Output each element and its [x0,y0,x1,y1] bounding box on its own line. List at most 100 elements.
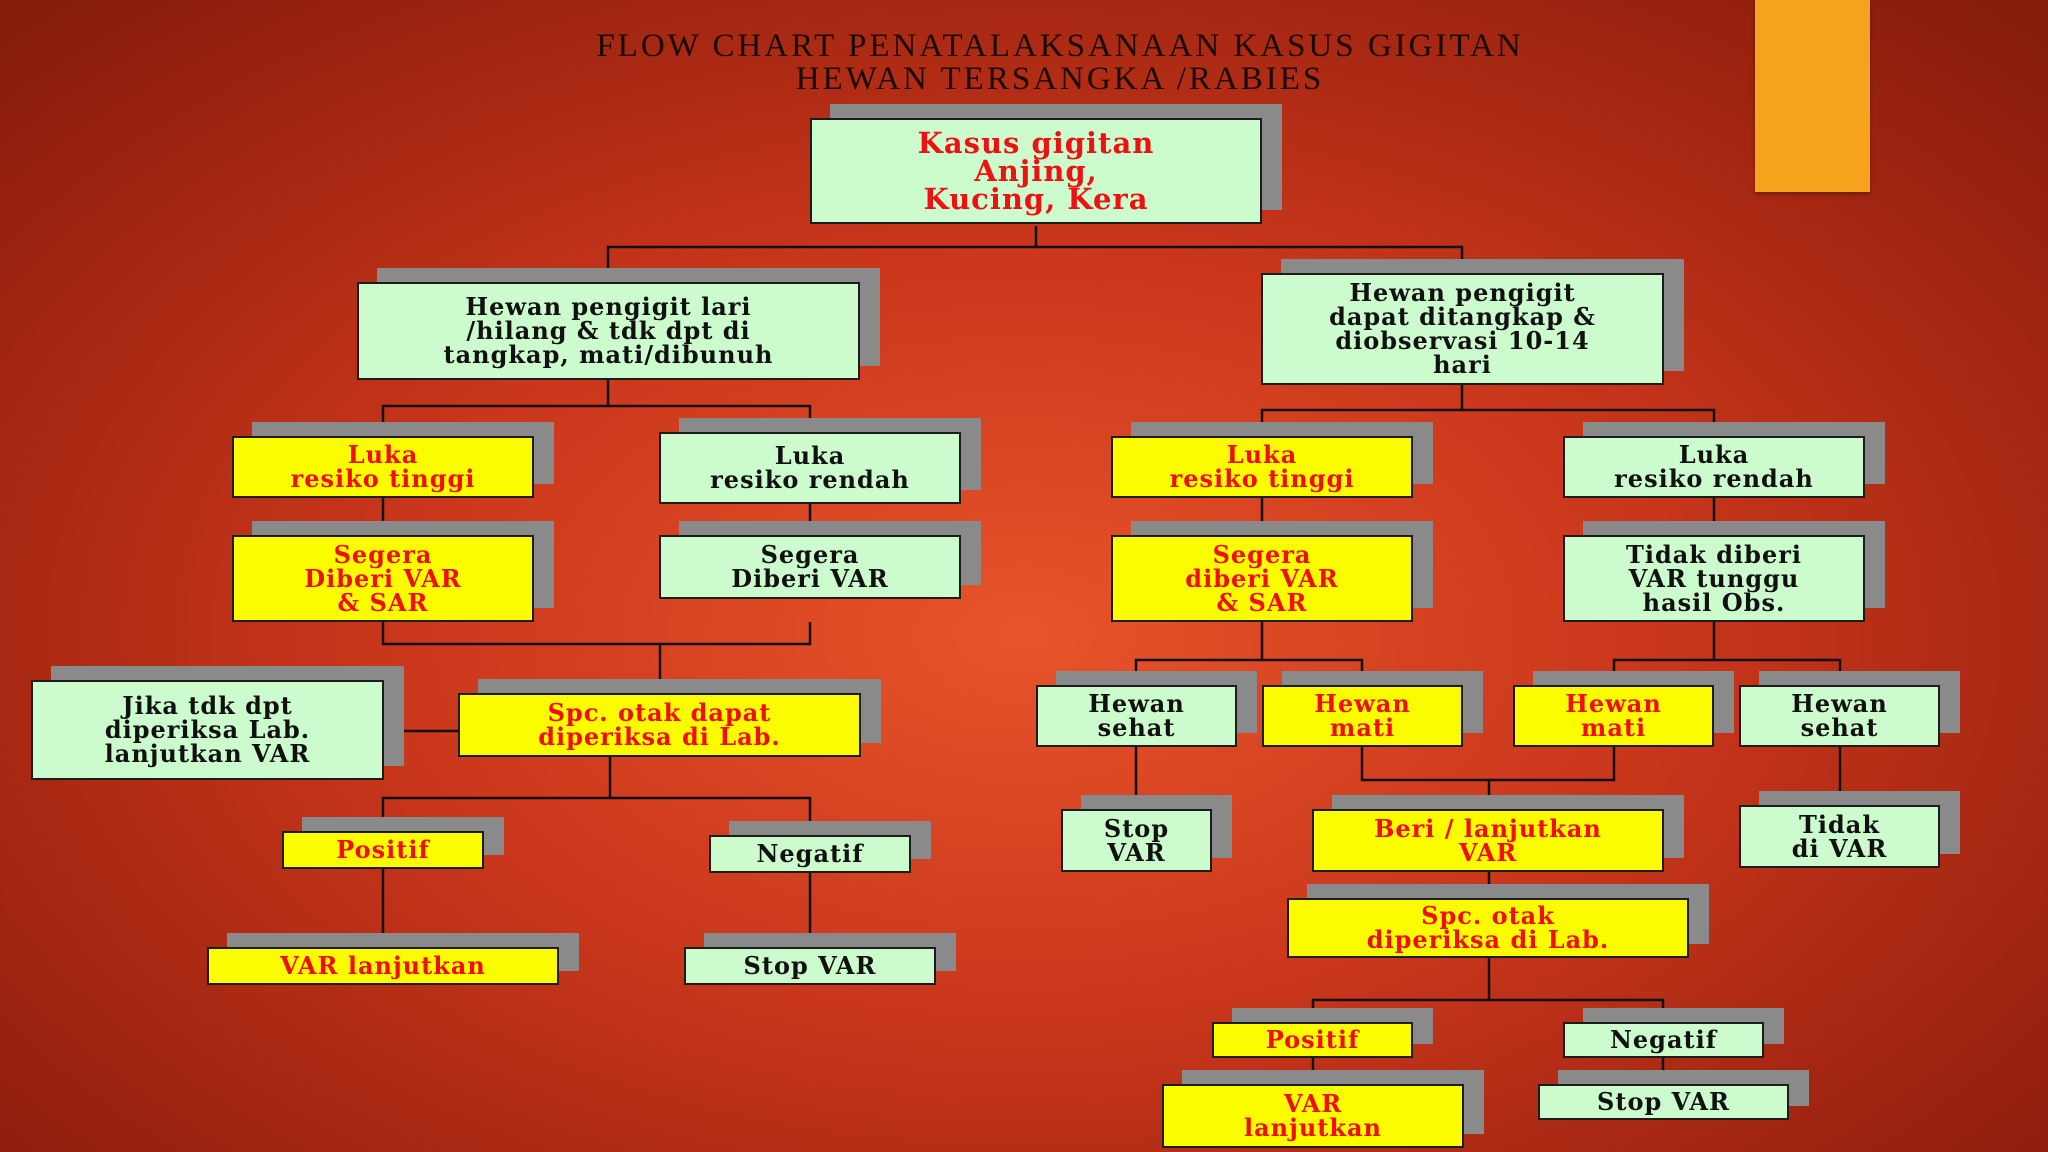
connector-left-merge [381,622,812,646]
node-left-high-risk: Luka resiko tinggi [232,436,534,498]
node-right-positive: Positif [1212,1022,1413,1058]
connector-right-high [1260,385,1464,436]
node-text: & SAR [337,587,429,617]
node-text: Stop VAR [1597,1087,1730,1116]
node-text: diperiksa di Lab. [1366,925,1610,954]
node-text: tangkap, mati/dibunuh [443,340,774,369]
node-text: Hewan pengigit lari [465,292,752,321]
node-text: diperiksa Lab. [104,715,311,744]
node-text: Stop VAR [743,951,877,980]
node-text: diobservasi 10-14 [1335,326,1590,355]
connector-root-right [1036,245,1464,275]
connector-right-neg [1489,998,1665,1022]
node-right-give-var: Beri / lanjutkan VAR [1312,809,1664,872]
node-text: resiko rendah [710,465,910,494]
node-right-high-risk: Luka resiko tinggi [1111,436,1413,498]
node-right-stop-var-final: Stop VAR [1538,1084,1789,1120]
node-text: Positif [1265,1025,1360,1054]
node-right-healthy-2: Hewan sehat [1739,685,1940,747]
connector-right-sehat2 [1714,658,1842,685]
node-text: Stop [1103,813,1170,843]
node-text: diperiksa di Lab. [538,722,781,751]
connector-left-high [381,380,610,436]
node-root-line: Anjing, [974,154,1098,188]
node-text: Segera [760,540,860,569]
node-text: mati [1329,713,1396,742]
node-text: resiko tinggi [1169,464,1355,493]
node-right-dead-2: Hewan mati [1513,685,1714,747]
title-line-2: HEWAN TERSANGKA /RABIES [795,61,1325,97]
node-text: diberi VAR [1185,563,1339,593]
node-text: lanjutkan VAR [104,739,311,768]
node-left-negative: Negatif [709,835,911,873]
node-text: Hewan [1791,689,1888,718]
node-text: Jika tdk dpt [122,691,293,720]
node-left-positive: Positif [282,831,484,869]
connector-root-left [606,226,1038,282]
node-text: Luka [774,441,846,470]
connector-left-low [608,404,812,432]
connector-right-give1 [1360,747,1491,809]
node-right-no-var: Tidak diberi VAR tunggu hasil Obs. [1563,535,1865,622]
node-text: Segera [333,539,433,569]
node-text: Tidak diberi [1625,539,1802,569]
node-text: Segera [1212,539,1312,569]
node-text: Spc. otak [1421,901,1555,930]
node-text: Hewan pengigit [1349,278,1576,307]
node-text: Luka [347,440,419,469]
node-text: VAR [1458,837,1518,867]
node-right-lab: Spc. otak diperiksa di Lab. [1287,898,1689,958]
node-text: mati [1580,713,1647,742]
node-right-dead-1: Hewan mati [1262,685,1463,747]
node-right-var-sar: Segera diberi VAR & SAR [1111,535,1413,622]
node-left-no-lab: Jika tdk dpt diperiksa Lab. lanjutkan VA… [31,680,384,780]
node-left-low-risk: Luka resiko rendah [659,432,961,504]
node-text: di VAR [1791,833,1888,863]
node-text: Diberi VAR [304,563,462,593]
node-text: Negatif [1609,1025,1718,1054]
connector-right-mati2 [1612,622,1716,685]
node-left-branch: Hewan pengigit lari /hilang & tdk dpt di… [357,282,860,380]
node-text: Tidak [1799,809,1880,839]
node-right-negative: Negatif [1563,1022,1764,1058]
node-text: Hewan [1088,689,1185,718]
connector-right-sehat1 [1134,622,1264,685]
node-left-stop-var: Stop VAR [684,947,936,985]
node-text: Luka [1678,440,1750,469]
connector-right-pos [1311,958,1491,1022]
node-left-lab: Spc. otak dapat diperiksa di Lab. [458,693,861,757]
arrowhead-nolab [380,723,398,739]
node-text: Hewan [1565,689,1662,718]
node-right-branch: Hewan pengigit dapat ditangkap & diobser… [1261,273,1664,385]
node-text: Beri / lanjutkan [1374,813,1602,843]
node-left-var: Segera Diberi VAR [659,535,961,599]
node-text: lanjutkan [1244,1113,1382,1142]
title-line-1: FLOW CHART PENATALAKSANAAN KASUS GIGITAN [596,28,1524,64]
node-text: hari [1433,350,1492,379]
node-right-low-risk: Luka resiko rendah [1563,436,1865,498]
node-text: VAR [1107,837,1166,867]
connector-right-give2 [1489,747,1616,782]
chart-title: FLOW CHART PENATALAKSANAAN KASUS GIGITAN… [300,30,1820,96]
node-text: VAR [1283,1089,1343,1118]
node-text: sehat [1800,713,1879,742]
node-text: dapat ditangkap & [1329,302,1596,331]
node-right-healthy-1: Hewan sehat [1036,685,1237,747]
node-text: resiko rendah [1614,464,1814,493]
node-root: Kasus gigitan Anjing, Kucing, Kera [810,118,1262,224]
connector-right-mati1 [1262,658,1364,685]
node-text: Hewan [1314,689,1411,718]
node-left-var-sar: Segera Diberi VAR & SAR [232,535,534,622]
node-right-stop-var: Stop VAR [1061,809,1212,872]
connector-left-pos [381,757,612,831]
node-left-var-continue: VAR lanjutkan [207,947,559,985]
node-root-line: Kucing, Kera [923,182,1149,216]
node-text: sehat [1097,713,1176,742]
node-text: Negatif [756,839,864,868]
connector-left-neg [610,796,812,835]
accent-bar [1755,0,1870,192]
node-right-var-continue: VAR lanjutkan [1162,1084,1464,1148]
node-root-line: Kasus gigitan [917,126,1155,160]
node-text: Luka [1226,440,1298,469]
